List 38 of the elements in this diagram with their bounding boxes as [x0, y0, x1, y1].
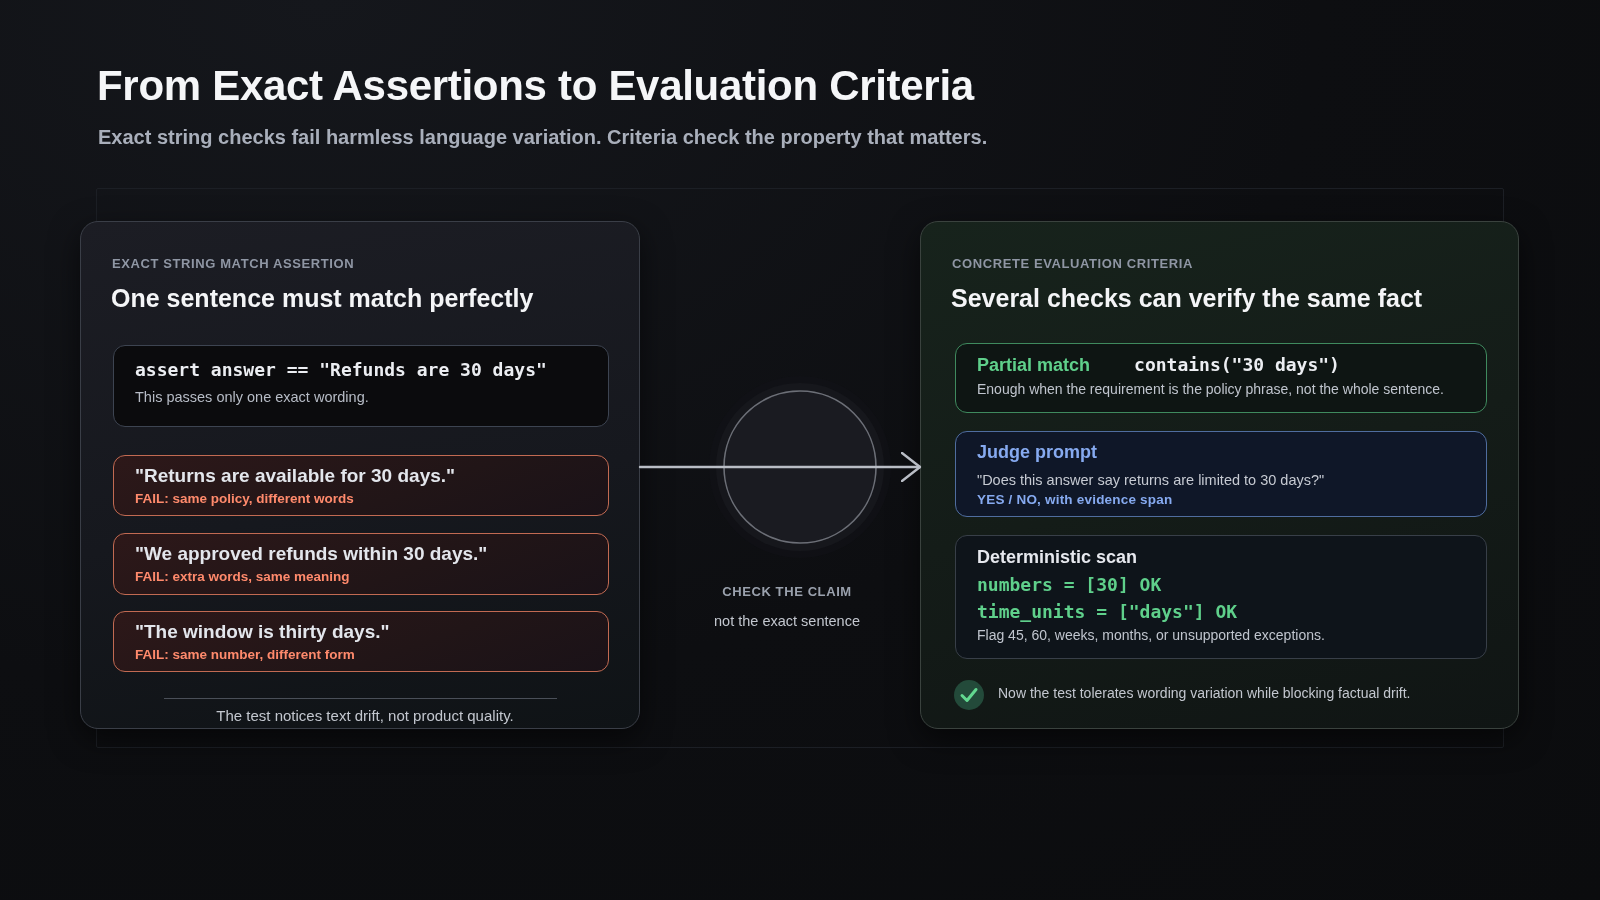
- code-card: [113, 345, 609, 427]
- code-line: time_units = ["days"] OK: [977, 601, 1239, 622]
- card-heading: Deterministic scan: [977, 547, 1139, 568]
- criterion-card: [955, 535, 1487, 659]
- fail-reason: FAIL: extra words, same meaning: [135, 569, 351, 584]
- description: Enough when the requirement is the policy phrase, not the whole sentence.: [977, 381, 1445, 397]
- fail-card: [113, 455, 609, 516]
- arrow: [638, 451, 922, 483]
- kicker-label: CONCRETE EVALUATION CRITERIA: [952, 256, 1193, 271]
- footer-note: Now the test tolerates wording variation while blocking factual drift.: [998, 685, 1412, 701]
- note-text: This passes only one exact wording.: [135, 389, 370, 405]
- quote-text: "Returns are available for 30 days.": [135, 465, 457, 487]
- criterion-card: [955, 431, 1487, 517]
- fail-card: [113, 533, 609, 595]
- caption-heading: CHECK THE CLAIM: [722, 584, 852, 599]
- caption-text: not the exact sentence: [714, 613, 860, 629]
- code-line: contains("30 days"): [1134, 354, 1340, 375]
- code-line: assert answer == "Refunds are 30 days": [135, 359, 548, 380]
- subtitle: Exact string checks fail harmless language variation. Criteria check the property that matters.: [98, 126, 988, 149]
- panel-card: [920, 221, 1519, 729]
- title: From Exact Assertions to Evaluation Criteria: [97, 62, 974, 110]
- criterion-card: [955, 343, 1487, 413]
- panel-heading: Several checks can verify the same fact: [951, 284, 1423, 313]
- verdict-text: YES / NO, with evidence span: [977, 492, 1174, 507]
- description: Flag 45, 60, weeks, months, or unsupported exceptions.: [977, 627, 1326, 643]
- card-heading: Partial match: [977, 355, 1091, 376]
- quote-text: "The window is thirty days.": [135, 621, 391, 643]
- footer-note: The test notices text drift, not product quality.: [215, 707, 515, 724]
- code-line: numbers = [30] OK: [977, 574, 1163, 595]
- quote-text: "Does this answer say returns are limited to 30 days?": [977, 472, 1326, 488]
- panel-heading: One sentence must match perfectly: [111, 284, 534, 313]
- kicker-label: EXACT STRING MATCH ASSERTION: [112, 256, 355, 271]
- fail-reason: FAIL: same number, different form: [135, 647, 356, 662]
- quote-text: "We approved refunds within 30 days.": [135, 543, 489, 565]
- fail-card: [113, 611, 609, 672]
- card-heading: Judge prompt: [977, 442, 1098, 463]
- panel-card: [80, 221, 640, 729]
- fail-reason: FAIL: same policy, different words: [135, 491, 355, 506]
